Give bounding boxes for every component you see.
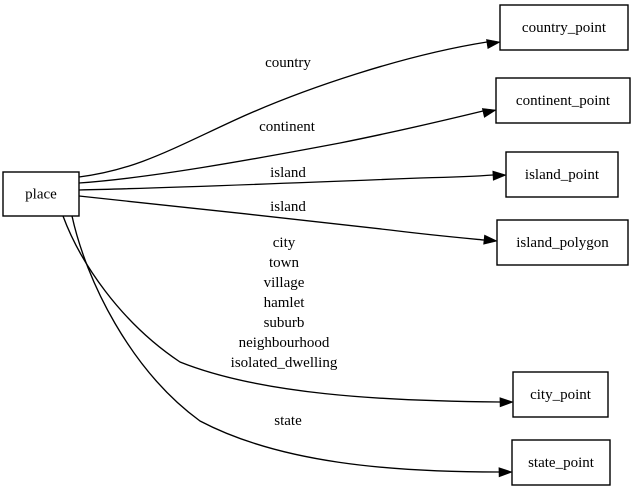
- node-label-city_point: city_point: [530, 387, 592, 403]
- node-city_point[interactable]: city_point: [512, 371, 609, 418]
- node-label-state_point: state_point: [528, 455, 595, 471]
- node-label-island_polygon: island_polygon: [516, 235, 609, 251]
- edge-label-line: island: [270, 165, 306, 181]
- edge-label-line: hamlet: [264, 295, 306, 311]
- node-box-state_point[interactable]: [511, 439, 611, 486]
- node-box-country_point[interactable]: [499, 4, 629, 51]
- edge-label-line: city: [273, 235, 296, 251]
- edge-label-place-island_polygon: island: [270, 199, 306, 215]
- edge-label-place-city_point: city town village hamlet suburb neighbourhood…: [231, 235, 338, 371]
- arrowhead-icon-place-city_point: [499, 397, 514, 408]
- arrowhead-icon-place-island_point: [492, 170, 507, 181]
- arrowhead-icon-place-continent_point: [481, 108, 497, 118]
- edge-label-place-state_point: state: [274, 413, 302, 429]
- edge-place-continent_point: [78, 108, 497, 184]
- edge-line-place-country_point: [78, 41, 488, 178]
- edge-line-place-island_point: [78, 174, 494, 191]
- edge-label-line: state: [274, 413, 302, 429]
- edge-label-line: town: [269, 255, 300, 271]
- node-box-place[interactable]: [2, 171, 80, 217]
- node-label-island_point: island_point: [525, 167, 600, 183]
- edge-label-place-country_point: country: [265, 55, 311, 71]
- nodes-layer: place country_point continent_point island_…: [2, 4, 631, 486]
- node-label-continent_point: continent_point: [516, 93, 611, 109]
- edges-layer: [62, 39, 514, 478]
- node-box-continent_point[interactable]: [495, 77, 631, 124]
- edge-line-place-city_point: [62, 215, 501, 403]
- node-box-city_point[interactable]: [512, 371, 609, 418]
- edge-label-place-continent_point: continent: [259, 119, 316, 135]
- node-island_point[interactable]: island_point: [505, 151, 619, 198]
- edge-labels-layer: country continent island island city town vill…: [231, 55, 338, 429]
- edge-place-island_point: [78, 170, 507, 191]
- node-state_point[interactable]: state_point: [511, 439, 611, 486]
- node-box-island_point[interactable]: [505, 151, 619, 198]
- node-place[interactable]: place: [2, 171, 80, 217]
- edge-label-line: isolated_dwelling: [231, 355, 338, 371]
- node-island_polygon[interactable]: island_polygon: [496, 219, 629, 266]
- node-continent_point[interactable]: continent_point: [495, 77, 631, 124]
- node-label-country_point: country_point: [522, 20, 607, 36]
- edge-place-island_polygon: [78, 195, 498, 245]
- edge-label-place-island_point: island: [270, 165, 306, 181]
- edge-label-line: suburb: [264, 315, 305, 331]
- node-label-place: place: [25, 186, 57, 202]
- node-country_point[interactable]: country_point: [499, 4, 629, 51]
- edge-label-line: country: [265, 55, 311, 71]
- edge-label-line: island: [270, 199, 306, 215]
- edge-label-line: neighbourhood: [239, 335, 330, 351]
- edge-place-city_point: [62, 215, 514, 408]
- edge-line-place-state_point: [71, 215, 500, 473]
- edge-label-line: village: [264, 275, 305, 291]
- arrowhead-icon-place-state_point: [498, 467, 513, 478]
- edge-line-place-continent_point: [78, 110, 484, 184]
- edge-place-country_point: [78, 39, 501, 178]
- node-box-island_polygon[interactable]: [496, 219, 629, 266]
- arrowhead-icon-place-island_polygon: [483, 234, 498, 245]
- edge-place-state_point: [71, 215, 513, 478]
- arrowhead-icon-place-country_point: [486, 39, 501, 50]
- edge-line-place-island_polygon: [78, 195, 485, 241]
- edge-label-line: continent: [259, 119, 316, 135]
